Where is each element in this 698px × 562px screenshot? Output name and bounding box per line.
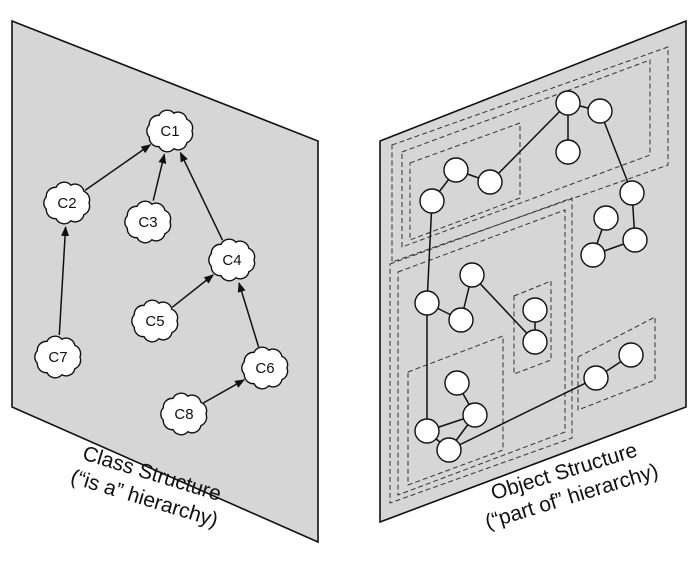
- cloud-shape: [160, 392, 208, 436]
- is-a-arrow-c7-to-c2: [58, 226, 70, 336]
- cloud-shape: [131, 299, 179, 343]
- object-node: [593, 205, 619, 231]
- object-node: [448, 307, 474, 333]
- dashed-region-middle-inner: [397, 209, 566, 496]
- class-node-c2: C2: [43, 181, 91, 225]
- class-label: C1: [160, 123, 179, 140]
- cloud-shape: [124, 200, 172, 244]
- object-plane: [379, 19, 687, 524]
- cloud-shape: [146, 109, 194, 153]
- object-node: [444, 370, 470, 396]
- class-node-c7: C7: [34, 335, 82, 379]
- class-label: C7: [48, 349, 67, 366]
- is-a-arrow-c8-to-c6: [202, 379, 245, 404]
- object-node: [555, 90, 581, 116]
- cloud-shape: [208, 238, 256, 282]
- dashed-region-bottom-right: [577, 316, 656, 411]
- is-a-arrow-c6-to-c4: [237, 282, 260, 348]
- dashed-region-middle: [389, 197, 573, 504]
- class-label: C8: [174, 406, 193, 423]
- dashed-region-small: [513, 280, 552, 375]
- object-node: [583, 365, 609, 391]
- class-label: C2: [57, 195, 76, 212]
- class-edges: [58, 144, 260, 404]
- dashed-region-top: [391, 46, 669, 263]
- object-node: [622, 227, 648, 253]
- cloud-shape: [241, 346, 289, 390]
- object-groups: [389, 46, 669, 504]
- class-label: C3: [138, 214, 157, 231]
- object-node: [522, 297, 548, 323]
- object-node: [477, 169, 503, 195]
- object-node: [436, 437, 462, 463]
- cloud-shape: [43, 181, 91, 225]
- is-a-arrow-c4-to-c1: [179, 151, 224, 241]
- object-node: [459, 262, 485, 288]
- object-node: [587, 98, 613, 124]
- object-node: [414, 290, 440, 316]
- object-node: [619, 180, 645, 206]
- class-node-c3: C3: [124, 200, 172, 244]
- object-nodes: [414, 90, 648, 463]
- class-node-c5: C5: [131, 299, 179, 343]
- object-node: [555, 139, 581, 165]
- class-node-c1: C1: [146, 109, 194, 153]
- is-a-arrow-c3-to-c1: [152, 153, 167, 201]
- object-node: [522, 329, 548, 355]
- class-label: C6: [255, 360, 274, 377]
- class-node-c8: C8: [160, 392, 208, 436]
- is-a-arrow-c2-to-c1: [84, 144, 152, 192]
- object-node: [443, 157, 469, 183]
- dashed-region-top-left: [409, 122, 521, 241]
- is-a-arrow-c5-to-c4: [171, 274, 214, 308]
- dashed-region-bottom-left: [407, 335, 504, 486]
- object-structure-panel: [379, 19, 687, 524]
- class-label: C4: [222, 252, 241, 269]
- cloud-shape: [34, 335, 82, 379]
- class-plane: [11, 19, 319, 544]
- class-label: C5: [145, 313, 164, 330]
- object-node: [618, 342, 644, 368]
- object-node: [414, 418, 440, 444]
- object-node: [462, 402, 488, 428]
- object-node: [419, 188, 445, 214]
- object-node: [580, 242, 606, 268]
- class-node-c4: C4: [208, 238, 256, 282]
- class-node-c6: C6: [241, 346, 289, 390]
